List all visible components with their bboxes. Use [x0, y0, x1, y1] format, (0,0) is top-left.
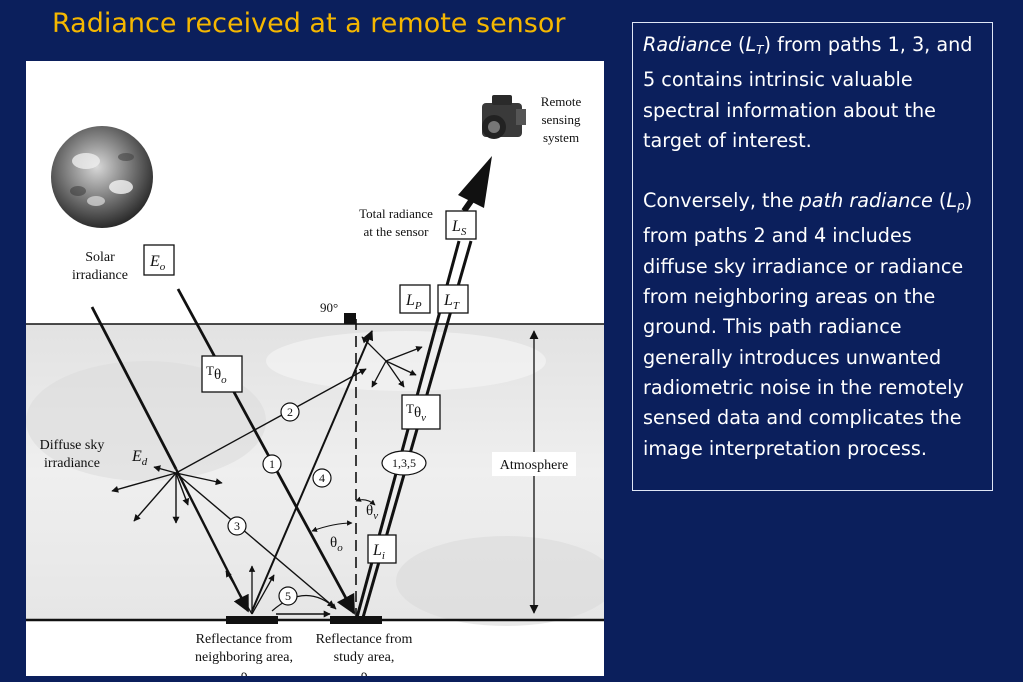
path-2-line: [175, 368, 367, 474]
diffuse-scatter-arrows: [111, 465, 223, 524]
reflectance-neighbor-label-1: Reflectance from: [196, 632, 293, 647]
theta-v-arc: [355, 496, 376, 506]
reflectance-study-label-1: Reflectance from: [316, 632, 413, 647]
path-4-line: [251, 330, 374, 612]
path-number-3: 3: [227, 516, 247, 536]
path-radiance-scatter: [361, 336, 423, 388]
symbol-lt: LT: [443, 292, 460, 312]
symbol-theta-o: θo: [330, 535, 343, 554]
solar-irradiance-label-2: irradiance: [72, 268, 128, 283]
remote-sensing-label-3: system: [543, 130, 579, 145]
symbol-li: Li: [372, 542, 385, 562]
symbol-ls: LS: [451, 218, 467, 238]
right-angle-label: 90°: [320, 300, 338, 315]
reflectance-neighbor-label-3: ρ: [241, 668, 248, 676]
svg-text:1: 1: [269, 457, 275, 471]
explanation-paragraph-2: Conversely, the path radiance (Lp) from …: [643, 189, 973, 460]
theta-o-arc: [311, 520, 353, 532]
path-3-line: [175, 472, 335, 608]
svg-text:5: 5: [285, 589, 291, 603]
radiance-diagram: Remote sensing system: [26, 61, 604, 676]
solar-irradiance-label-1: Solar: [85, 250, 115, 265]
reflectance-study-label-3: ρ: [361, 668, 368, 676]
right-angle-marker: [344, 313, 356, 324]
svg-text:3: 3: [234, 519, 240, 533]
path-number-4: 4: [312, 468, 332, 488]
path-number-2: 2: [280, 402, 300, 422]
remote-sensing-label-1: Remote: [541, 94, 582, 109]
explanation-box: Radiance (LT) from paths 1, 3, and 5 con…: [632, 22, 993, 491]
explanation-paragraph-1: Radiance (LT) from paths 1, 3, and 5 con…: [643, 33, 973, 152]
path-number-5: 5: [278, 586, 298, 606]
reflectance-study-label-2: study area,: [334, 650, 395, 665]
symbol-lp: LP: [405, 292, 422, 312]
solar-beam-1: [176, 288, 356, 615]
neighboring-area-patch: [226, 616, 278, 624]
symbol-t-theta-v: Tθv: [406, 401, 426, 424]
symbol-theta-v: θv: [366, 503, 378, 522]
diffuse-sky-label-2: irradiance: [44, 456, 100, 471]
atmosphere-label: Atmosphere: [500, 458, 568, 473]
svg-text:2: 2: [287, 405, 293, 419]
symbol-t-theta-o: Tθo: [206, 363, 227, 386]
svg-text:4: 4: [319, 471, 325, 485]
camera-icon: [482, 95, 526, 139]
sun-icon: [51, 126, 153, 228]
remote-sensing-label-2: sensing: [542, 112, 582, 127]
symbol-eo: Eo: [149, 253, 166, 273]
total-radiance-label-1: Total radiance: [359, 206, 433, 221]
solar-beam-diffuse: [90, 306, 178, 470]
path-group-135: 1,3,5: [381, 450, 427, 476]
total-radiance-label-2: at the sensor: [364, 224, 430, 239]
path-number-1: 1: [262, 454, 282, 474]
reflectance-neighbor-label-2: neighboring area,: [195, 650, 293, 665]
symbol-ed: Ed: [131, 448, 148, 468]
svg-text:1,3,5: 1,3,5: [392, 456, 416, 470]
slide-title: Radiance received at a remote sensor: [52, 8, 566, 39]
path-5-arc: [271, 594, 337, 612]
diffuse-sky-label-1: Diffuse sky: [40, 438, 105, 453]
neighbor-scatter-arrows: [225, 565, 275, 615]
sensor-arrow-head: [458, 156, 492, 208]
